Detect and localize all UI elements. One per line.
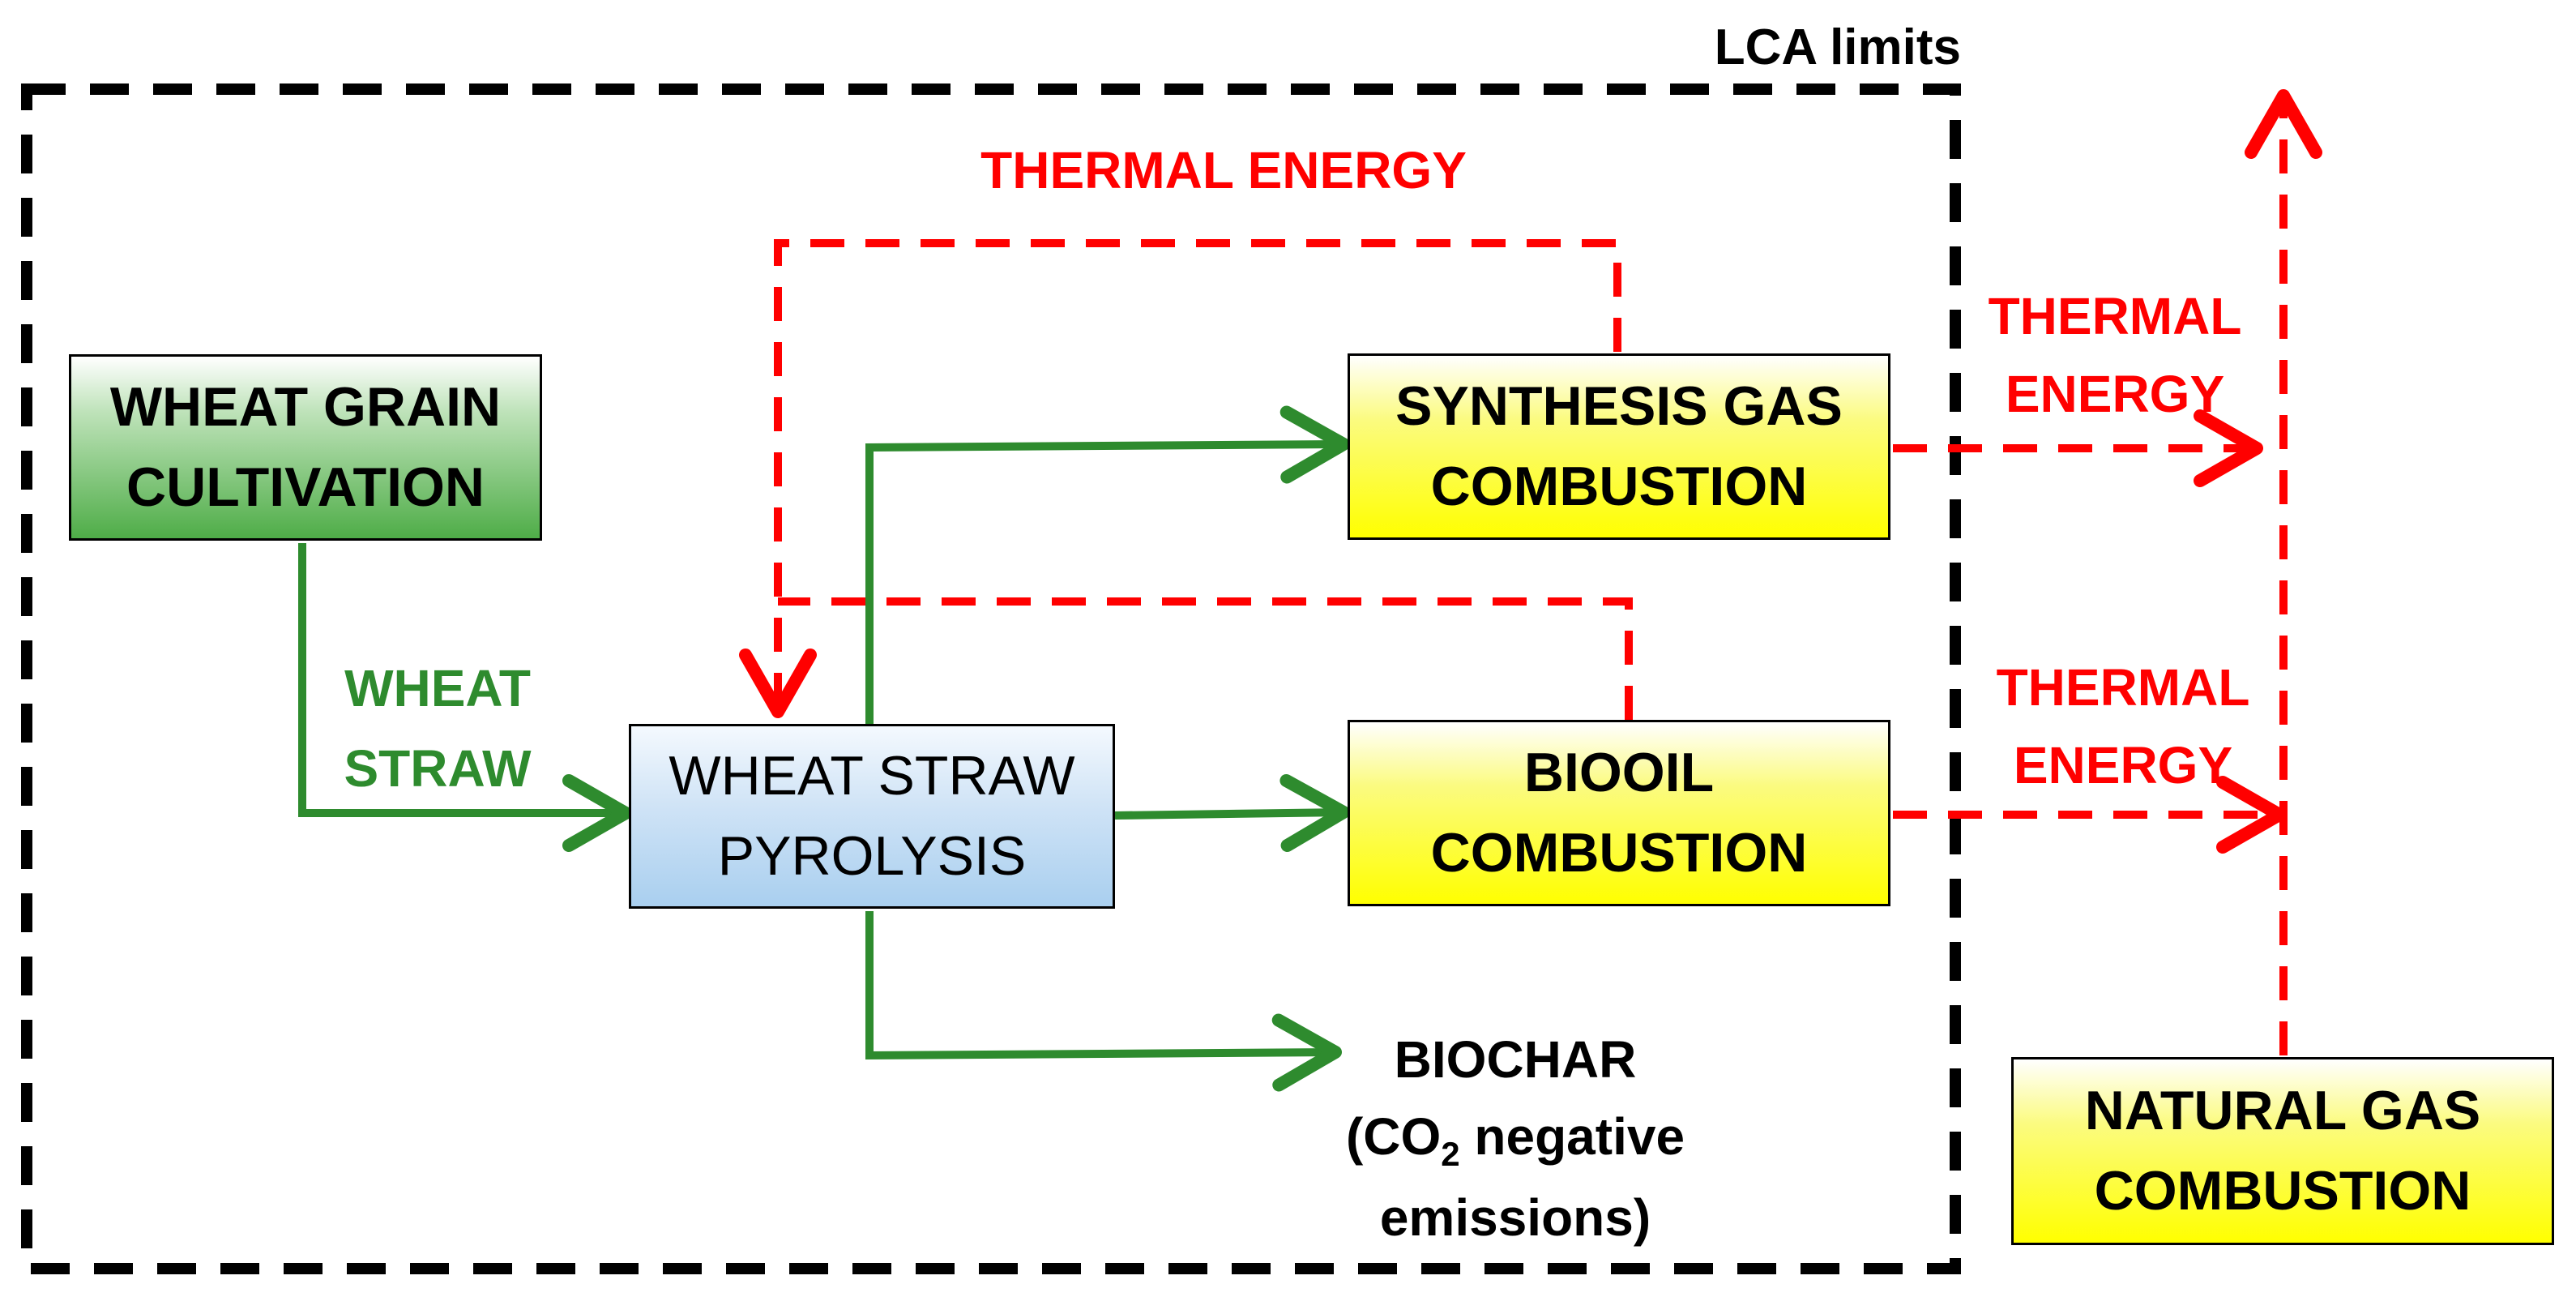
thermal-syngas-to-pyrolysis (739, 239, 1621, 718)
box-label-line: BIOOIL (1523, 742, 1715, 804)
lca-limits-label: LCA limits (1714, 19, 1961, 75)
wheat-straw-flow-label: WHEAT STRAW (324, 648, 551, 809)
biochar-emissions-line: emissions) (1379, 1188, 1651, 1247)
box-label-line: COMBUSTION (1430, 456, 1808, 517)
biochar-output-label: BIOCHAR (CO2 negative emissions) (1297, 1021, 1734, 1256)
flow-cultivation-to-pyrolysis (298, 543, 632, 852)
thermal-biooil-loop (778, 597, 1633, 720)
wheat-grain-cultivation-box: WHEAT GRAIN CULTIVATION (69, 354, 542, 541)
material-flows (298, 405, 1350, 1092)
thermal-energy-biooil-label: THERMAL ENERGY (1953, 648, 2293, 804)
thermal-energy-syngas-label: THERMAL ENERGY (1945, 277, 2285, 433)
label-line: THERMAL (1988, 287, 2242, 345)
label-line: WHEAT (344, 659, 531, 717)
box-label-line: COMBUSTION (1430, 822, 1808, 884)
biochar-title: BIOCHAR (1394, 1030, 1637, 1089)
box-label-line: SYNTHESIS GAS (1395, 375, 1843, 438)
flow-pyrolysis-to-biooil (1114, 773, 1350, 852)
lca-boundary (21, 83, 1961, 1274)
label-line: STRAW (344, 739, 532, 798)
biooil-combustion-box: BIOOIL COMBUSTION (1348, 720, 1890, 906)
flow-pyrolysis-to-syngas (865, 405, 1350, 724)
box-label-line: WHEAT STRAW (669, 745, 1075, 807)
thermal-flows (739, 89, 2322, 1055)
synthesis-gas-combustion-box: SYNTHESIS GAS COMBUSTION (1348, 353, 1890, 540)
wheat-straw-pyrolysis-box: WHEAT STRAW PYROLYSIS (629, 724, 1115, 909)
box-label-line: NATURAL GAS (2084, 1080, 2481, 1142)
box-label-line: COMBUSTION (2094, 1160, 2471, 1222)
label-line: ENERGY (2005, 365, 2225, 423)
box-label-line: PYROLYSIS (717, 825, 1027, 887)
label-line: THERMAL (1996, 658, 2250, 717)
label-line: ENERGY (2013, 736, 2233, 794)
thermal-energy-top-label: THERMAL ENERGY (980, 141, 1467, 199)
biochar-co2-line: (CO2 negative (1345, 1107, 1685, 1173)
natural-gas-combustion-box: NATURAL GAS COMBUSTION (2011, 1057, 2554, 1245)
box-label-line: WHEAT GRAIN (109, 376, 502, 439)
box-label-line: CULTIVATION (126, 456, 485, 518)
flow-pyrolysis-to-biochar (865, 911, 1342, 1092)
